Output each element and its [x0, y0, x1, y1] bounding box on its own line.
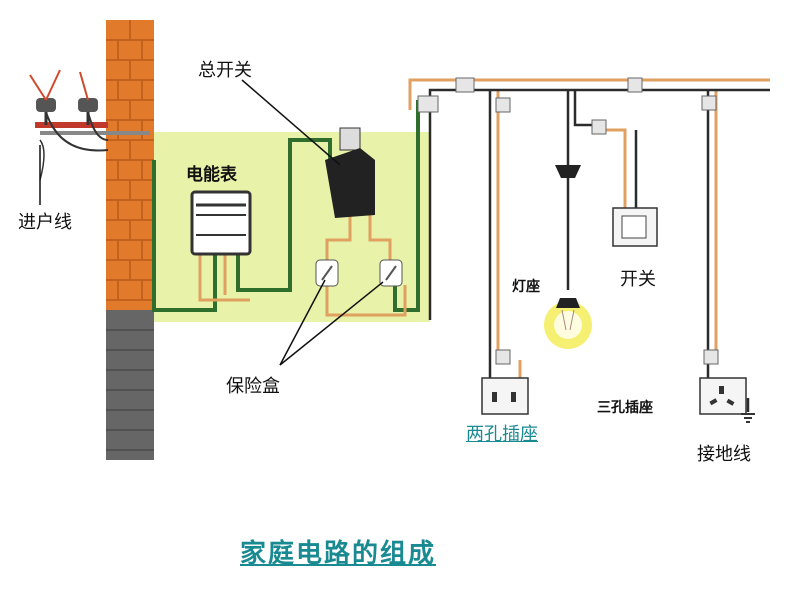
orange-wiring [198, 78, 770, 385]
three-pin-socket-icon [699, 377, 747, 415]
two-pin-socket-icon [481, 377, 529, 415]
ground-wire-label: 接地线 [697, 444, 751, 465]
ground-symbol-icon [741, 413, 755, 423]
electric-meter-icon [190, 190, 252, 256]
main-switch-icon [325, 127, 375, 218]
dark-wiring [428, 88, 770, 412]
ceiling-rose-icon [555, 165, 581, 178]
lamp-holder-label: 灯座 [512, 279, 540, 295]
fuse-box-icon [315, 259, 403, 287]
main-switch-label: 总开关 [198, 60, 252, 81]
brick-wall [106, 20, 154, 460]
insulator-bracket-icon [29, 69, 150, 181]
service-line-label: 进户线 [18, 212, 72, 233]
meter-label: 电能表 [186, 165, 237, 185]
junction-boxes [417, 77, 719, 365]
light-bulb-icon [544, 298, 592, 349]
wall-switch-icon [612, 207, 658, 247]
three-pin-socket-label: 三孔插座 [597, 400, 653, 416]
leader-lines [39, 79, 384, 366]
diagram-title: 家庭电路的组成 [240, 539, 437, 569]
two-pin-socket-label[interactable]: 两孔插座 [466, 424, 538, 445]
switch-label: 开关 [620, 269, 656, 290]
fuse-box-label: 保险盒 [226, 376, 280, 397]
